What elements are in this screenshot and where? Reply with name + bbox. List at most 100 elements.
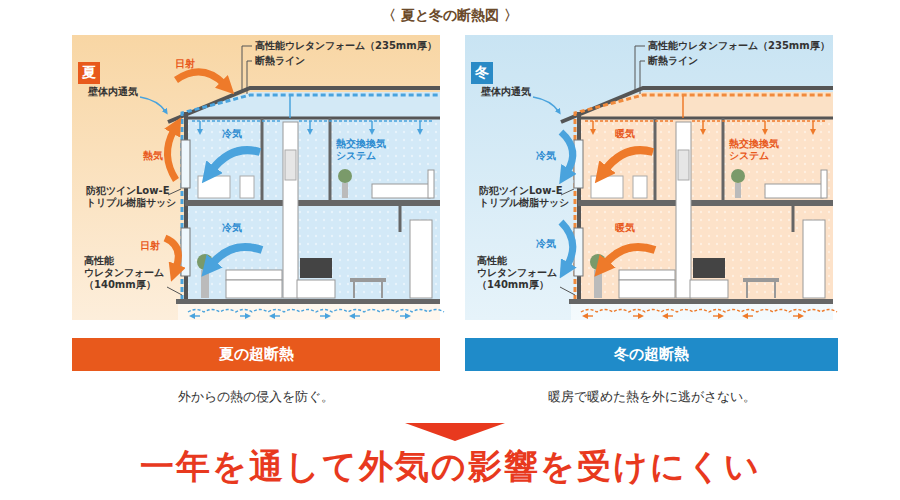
air-supply-arrow bbox=[371, 121, 373, 132]
under-floor-arrow bbox=[320, 315, 328, 316]
under-floor-arrow bbox=[793, 315, 801, 316]
partition bbox=[722, 118, 725, 200]
table-leg bbox=[381, 282, 383, 298]
part-label: 高性能 ウレタンフォーム （140mm厚） bbox=[84, 255, 164, 291]
duct bbox=[192, 120, 282, 122]
conclusion-caption: 一年を通して外気の影響を受けにくい bbox=[0, 446, 900, 487]
season-badge: 冬 bbox=[471, 62, 493, 84]
air-supply-arrow bbox=[309, 121, 311, 132]
duct bbox=[299, 120, 432, 122]
part-label: 壁体内通気 bbox=[88, 86, 138, 98]
heat-arrow bbox=[167, 130, 176, 180]
roof bbox=[561, 88, 833, 122]
wall-ventilation-arrow bbox=[140, 97, 166, 112]
under-floor-space bbox=[178, 303, 440, 320]
cabinet bbox=[633, 176, 647, 198]
indoor-air-arrow bbox=[605, 247, 655, 264]
partition bbox=[792, 206, 795, 232]
plant-pot bbox=[201, 270, 209, 298]
part-label: 高性能ウレタンフォーム（235mm厚） bbox=[255, 40, 437, 52]
under-floor-airflow bbox=[581, 310, 837, 313]
sofa-back bbox=[226, 270, 282, 280]
summary-band: 夏の超断熱 bbox=[72, 338, 440, 371]
heat-exchange-core bbox=[285, 150, 296, 180]
part-label: 熱交換換気 システム bbox=[336, 138, 386, 162]
node-text: 夏 bbox=[82, 64, 96, 82]
air-supply-arrow bbox=[592, 121, 594, 132]
air-supply-arrow bbox=[419, 121, 421, 132]
node-text: 冬 bbox=[475, 64, 489, 82]
table-leg bbox=[353, 282, 355, 298]
cabinet bbox=[240, 176, 254, 198]
under-floor-space bbox=[571, 303, 833, 320]
node-text: 夏の超断熱 bbox=[219, 345, 294, 364]
part-label: 防犯ツインLow-E トリプル樹脂サッシ bbox=[86, 185, 176, 209]
under-floor-arrow bbox=[240, 315, 248, 316]
under-floor-airflow bbox=[188, 310, 444, 313]
headboard bbox=[428, 170, 434, 198]
television bbox=[300, 258, 332, 278]
refrigerator bbox=[803, 220, 825, 298]
part-label: 高性能 ウレタンフォーム （140mm厚） bbox=[477, 255, 557, 291]
heat-exchange-core bbox=[678, 150, 689, 180]
down-triangle bbox=[405, 423, 505, 441]
interior bbox=[187, 118, 440, 300]
panel-background bbox=[72, 35, 440, 320]
insulation-line bbox=[182, 95, 440, 300]
winter-panel bbox=[465, 35, 837, 320]
sofa-back bbox=[619, 270, 675, 280]
cabinet bbox=[198, 176, 230, 198]
solar-arrow bbox=[176, 72, 224, 84]
table bbox=[743, 278, 779, 282]
under-floor-arrow bbox=[192, 315, 200, 316]
bed bbox=[765, 184, 823, 198]
part-label: 暖気 bbox=[615, 222, 635, 234]
headboard bbox=[821, 170, 827, 198]
partition bbox=[399, 206, 402, 232]
under-floor-arrow bbox=[665, 315, 673, 316]
indoor-air-arrow bbox=[605, 150, 653, 170]
television bbox=[693, 258, 725, 278]
leader-line bbox=[168, 189, 181, 195]
plant bbox=[731, 169, 745, 183]
table-leg bbox=[774, 282, 776, 298]
diagram-title: 〈 夏と冬の断熱図 〉 bbox=[0, 7, 900, 25]
cold-arrow bbox=[561, 222, 573, 266]
under-floor-arrow bbox=[400, 315, 408, 316]
part-label: 冷気 bbox=[536, 150, 556, 162]
under-floor-arrow bbox=[352, 315, 360, 316]
ceiling bbox=[185, 117, 440, 120]
bed bbox=[372, 184, 430, 198]
window-sash bbox=[181, 228, 190, 276]
window-sash bbox=[181, 140, 190, 188]
ground-slab bbox=[569, 299, 833, 304]
description-text: 暖房で暖めた熱を外に逃がさない。 bbox=[465, 389, 838, 405]
description-text: 外からの熱の侵入を防ぐ。 bbox=[72, 389, 440, 405]
ground-slab bbox=[176, 299, 440, 304]
part-label: 高性能ウレタンフォーム（235mm厚） bbox=[648, 40, 830, 52]
partition bbox=[329, 118, 332, 200]
summary-band: 冬の超断熱 bbox=[465, 338, 838, 371]
sofa bbox=[619, 280, 675, 298]
ceiling bbox=[578, 117, 833, 120]
part-label: 熱交換換気 システム bbox=[729, 138, 779, 162]
under-floor-arrow bbox=[272, 315, 280, 316]
under-floor-arrow bbox=[713, 315, 721, 316]
part-label: 断熱ライン bbox=[648, 55, 698, 67]
interior bbox=[580, 118, 833, 300]
floor-slab bbox=[578, 200, 833, 206]
part-label: 冷気 bbox=[536, 238, 556, 250]
leader-line bbox=[247, 61, 252, 94]
house-illustrations bbox=[72, 35, 837, 320]
part-label: 日射 bbox=[175, 58, 195, 70]
node-text: 冬の超断熱 bbox=[614, 345, 689, 364]
floor-slab bbox=[185, 200, 440, 206]
partition bbox=[261, 118, 264, 200]
solar-arrow bbox=[165, 238, 178, 268]
season-badge: 夏 bbox=[78, 62, 100, 84]
plant-pot bbox=[342, 183, 348, 198]
tv-stand bbox=[690, 280, 728, 298]
part-label: 冷気 bbox=[222, 222, 242, 234]
table-leg bbox=[746, 282, 748, 298]
leader-line bbox=[167, 287, 182, 295]
